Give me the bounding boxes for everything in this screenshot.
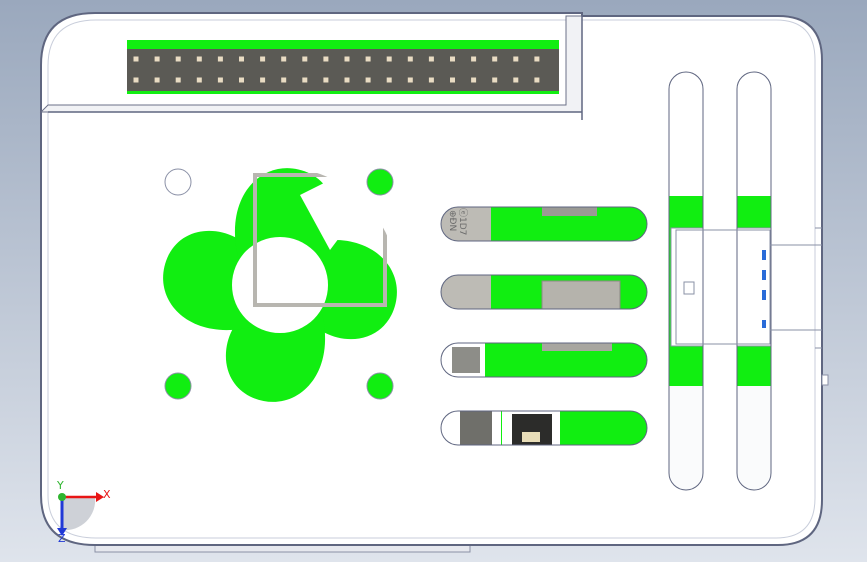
- gpio-pin: [239, 77, 244, 83]
- gpio-pin: [260, 77, 266, 83]
- gpio-pin: [471, 77, 477, 83]
- axis-z-label: Z: [58, 532, 66, 545]
- gpio-pin: [175, 56, 181, 62]
- gpio-pin: [492, 56, 498, 62]
- vent-slot-1: ⓔ1D7 ⊕ĐN: [440, 206, 648, 242]
- gpio-pin: [323, 56, 329, 62]
- fan-inner-box: [253, 173, 387, 307]
- gpio-pin: [154, 77, 160, 83]
- mount-hole-tr: [366, 168, 394, 196]
- gpio-pin: [175, 77, 181, 83]
- gpio-pin: [133, 77, 139, 83]
- gpio-pin: [344, 77, 350, 83]
- vertical-slot-1: [668, 71, 704, 491]
- gpio-pin: [260, 56, 266, 62]
- gpio-pin: [513, 56, 519, 62]
- gpio-pin: [302, 56, 308, 62]
- mount-hole-br: [366, 372, 394, 400]
- gpio-header[interactable]: [127, 40, 559, 94]
- gpio-pin: [513, 77, 519, 83]
- gpio-pin: [217, 77, 223, 83]
- pcb-marking-subtext: ⊕ĐN: [447, 210, 457, 231]
- vent-slot-2: [440, 274, 648, 310]
- fan-strut: [300, 180, 360, 250]
- gpio-pin: [281, 77, 287, 83]
- vent-slot-3: [440, 342, 648, 378]
- gpio-pin: [407, 77, 413, 83]
- gpio-pin: [492, 77, 498, 83]
- fan-grille: [162, 167, 398, 403]
- gpio-pin: [428, 56, 434, 62]
- vent-slot-4: [440, 410, 648, 446]
- axis-x-label: X: [103, 488, 111, 501]
- gpio-pin: [386, 56, 392, 62]
- gpio-pin: [365, 56, 371, 62]
- gpio-pin: [450, 56, 455, 62]
- mount-hole-bl: [164, 372, 192, 400]
- gpio-pin: [239, 56, 244, 62]
- vertical-slot-2: [736, 71, 772, 491]
- gpio-pin: [133, 56, 139, 62]
- gpio-pin: [428, 77, 434, 83]
- gpio-pin: [386, 77, 392, 83]
- axis-y-label: Y: [56, 479, 64, 492]
- gpio-pin: [323, 77, 329, 83]
- gpio-pin: [450, 77, 455, 83]
- case-inner-edge: [47, 19, 816, 539]
- gpio-pin: [365, 77, 371, 83]
- gpio-pin: [534, 56, 540, 62]
- gpio-header-body: [127, 49, 559, 91]
- gpio-pin: [281, 56, 287, 62]
- port-frame: [675, 229, 822, 345]
- gpio-pin: [534, 77, 540, 83]
- mount-hole-tl: [164, 168, 192, 196]
- case-right-notches: [815, 227, 829, 386]
- gpio-pin: [344, 56, 350, 62]
- gpio-pin: [407, 56, 413, 62]
- fan-hub: [232, 237, 328, 333]
- gpio-pin: [302, 77, 308, 83]
- coordinate-triad: X Y Z: [56, 479, 111, 545]
- gpio-pin: [154, 56, 160, 62]
- case-bottom-tabs: [94, 544, 471, 553]
- gpio-pin: [196, 77, 202, 83]
- gpio-pin: [196, 56, 202, 62]
- gpio-pin: [217, 56, 223, 62]
- gpio-pins: [133, 56, 540, 83]
- gpio-pin: [471, 56, 477, 62]
- pcb-marking-text: ⓔ1D7: [457, 208, 468, 235]
